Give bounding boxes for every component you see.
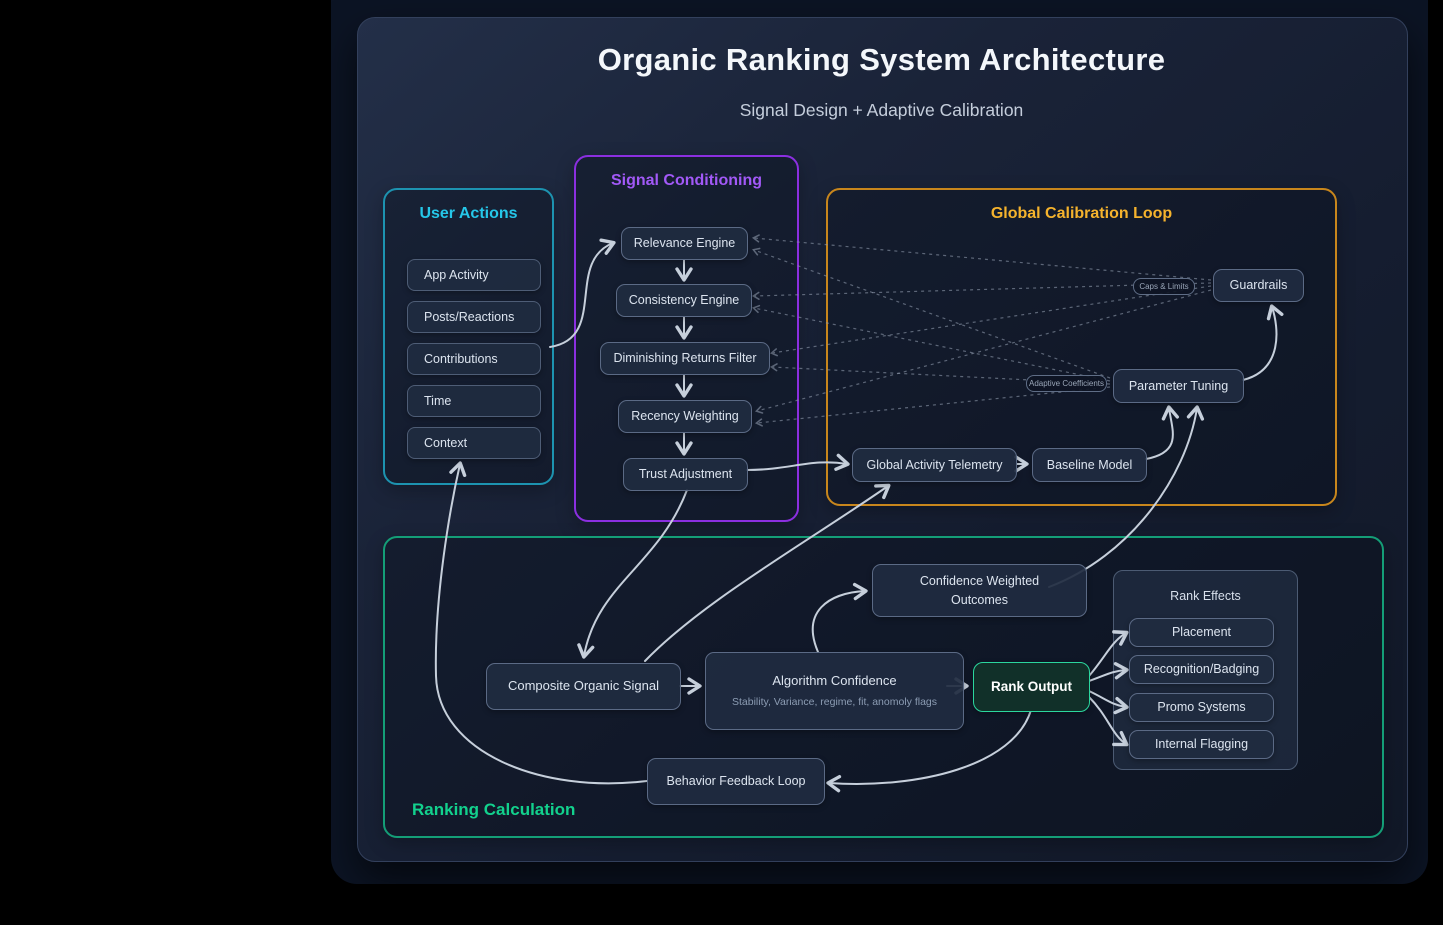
dashed-guardrails-to-recency	[754, 289, 1212, 414]
arrow-behavior-feedback-to-context	[434, 461, 648, 785]
arrow-user-actions-to-relevance-engine	[549, 238, 616, 348]
node-posts-reactions: Posts/Reactions	[407, 301, 541, 333]
node-context: Context	[407, 427, 541, 459]
node-behavior-feedback-loop: Behavior Feedback Loop	[647, 758, 825, 805]
arrow-algorithm-to-cwo	[811, 582, 868, 653]
node-baseline-model: Baseline Model	[1032, 448, 1147, 482]
node-confidence-weighted-outcomes: Confidence Weighted Outcomes	[872, 564, 1087, 617]
node-algorithm-confidence: Algorithm Confidence Stability, Variance…	[705, 652, 964, 730]
dashed-guardrails-to-relevance	[751, 234, 1212, 281]
dashed-parameter-tuning-to-consistency	[751, 304, 1111, 382]
arrow-rank-output-to-internal-flagging	[1088, 696, 1129, 747]
node-recency-weighting: Recency Weighting	[618, 400, 752, 433]
rank-effects-title: Rank Effects	[1170, 589, 1241, 603]
arrow-composite-to-telemetry	[644, 483, 891, 662]
node-recognition-badging: Recognition/Badging	[1129, 655, 1274, 684]
arrow-parameter-tuning-to-guardrails	[1242, 304, 1284, 381]
node-guardrails: Guardrails	[1213, 269, 1304, 302]
node-contributions: Contributions	[407, 343, 541, 375]
node-trust-adjustment: Trust Adjustment	[623, 458, 748, 491]
node-global-activity-telemetry: Global Activity Telemetry	[852, 448, 1017, 482]
arrow-trust-to-composite	[577, 489, 688, 659]
dashed-guardrails-to-consistency	[751, 282, 1212, 301]
node-internal-flagging: Internal Flagging	[1129, 730, 1274, 759]
algorithm-confidence-title: Algorithm Confidence	[772, 672, 897, 688]
page-title: Organic Ranking System Architecture	[597, 42, 1166, 77]
arrow-rank-output-to-behavior-feedback	[826, 709, 1032, 793]
group-signal-conditioning-title: Signal Conditioning	[610, 172, 763, 189]
dashed-guardrails-to-diminishing	[769, 285, 1212, 357]
tag-caps-and-limits: Caps & Limits	[1133, 278, 1195, 295]
node-placement: Placement	[1129, 618, 1274, 647]
page-subtitle: Signal Design + Adaptive Calibration	[739, 100, 1024, 120]
node-app-activity: App Activity	[407, 259, 541, 291]
node-composite-organic-signal: Composite Organic Signal	[486, 663, 681, 710]
node-diminishing-returns-filter: Diminishing Returns Filter	[600, 342, 770, 375]
group-user-actions-title: User Actions	[419, 205, 518, 222]
node-consistency-engine: Consistency Engine	[616, 284, 752, 317]
arrow-cwo-to-parameter-tuning	[1048, 405, 1205, 588]
arrow-baseline-to-parameter-tuning	[1145, 405, 1179, 460]
dashed-parameter-tuning-to-recency	[754, 386, 1111, 427]
node-time: Time	[407, 385, 541, 417]
node-relevance-engine: Relevance Engine	[621, 227, 748, 260]
arrow-trust-to-telemetry	[746, 453, 850, 471]
node-promo-systems: Promo Systems	[1129, 693, 1274, 722]
group-ranking-calculation-title: Ranking Calculation	[412, 800, 576, 819]
arrow-rank-output-to-recognition	[1088, 662, 1129, 682]
arrow-rank-output-to-placement	[1088, 630, 1129, 677]
arrow-rank-output-to-promo	[1088, 690, 1129, 715]
dashed-parameter-tuning-to-relevance	[752, 247, 1111, 379]
algorithm-confidence-subtitle: Stability, Variance, regime, fit, anomol…	[731, 695, 938, 708]
tag-adaptive-coefficients: Adaptive Coefficients	[1026, 375, 1107, 392]
group-global-calibration-loop-title: Global Calibration Loop	[990, 205, 1173, 222]
node-parameter-tuning: Parameter Tuning	[1113, 369, 1244, 403]
node-rank-output: Rank Output	[973, 662, 1090, 712]
